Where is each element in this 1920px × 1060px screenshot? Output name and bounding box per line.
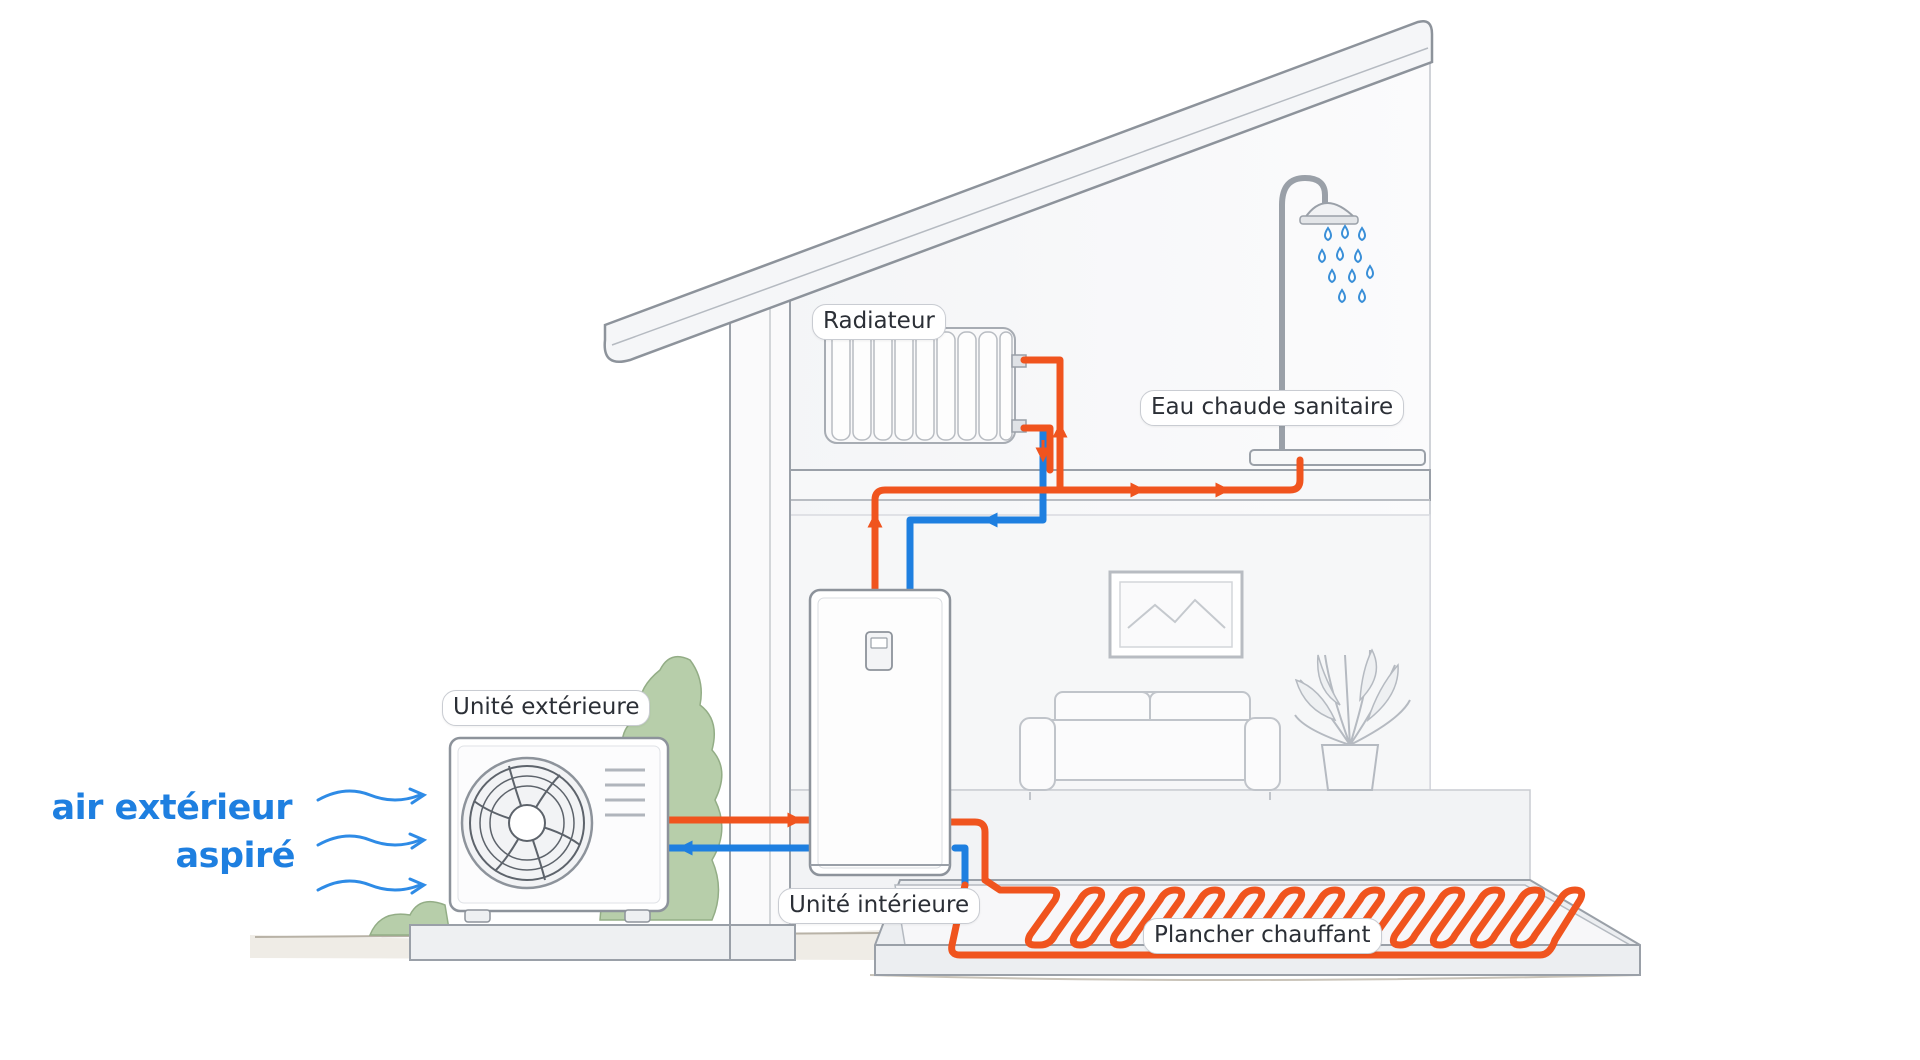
hot-pipe-upper (871, 456, 1304, 599)
floor-heating-label: Plancher chauffant (1143, 918, 1382, 954)
indoor-unit (808, 588, 952, 877)
radiator-icon (824, 327, 1027, 444)
sofa-icon (1019, 691, 1281, 800)
flow-arrows (677, 422, 1231, 856)
water-drops (1318, 224, 1374, 304)
indoor-unit-label: Unité intérieure (778, 888, 981, 924)
air-label-line1: air extérieur (51, 788, 292, 828)
roof (603, 20, 1434, 363)
airflow-arrows (316, 787, 428, 895)
floor-slab (769, 469, 1431, 501)
floor-heating-coil (948, 876, 1586, 959)
radiator-label: Radiateur (812, 304, 946, 340)
outdoor-unit-label: Unité extérieure (442, 690, 651, 726)
fan-icon (460, 756, 594, 890)
cold-pipe-floor (951, 844, 969, 889)
shower-icon (1249, 174, 1426, 466)
hot-water-label: Eau chaude sanitaire (1140, 390, 1405, 426)
plant-icon (1294, 648, 1411, 791)
picture-frame-icon (1108, 570, 1244, 659)
hot-pipe-radiator (1020, 356, 1064, 494)
outdoor-unit (448, 736, 670, 923)
outdoor-unit-base (409, 924, 731, 961)
hot-pipe-floor (946, 818, 989, 884)
air-label-line2: aspiré (175, 836, 296, 876)
left-wall (724, 299, 796, 961)
